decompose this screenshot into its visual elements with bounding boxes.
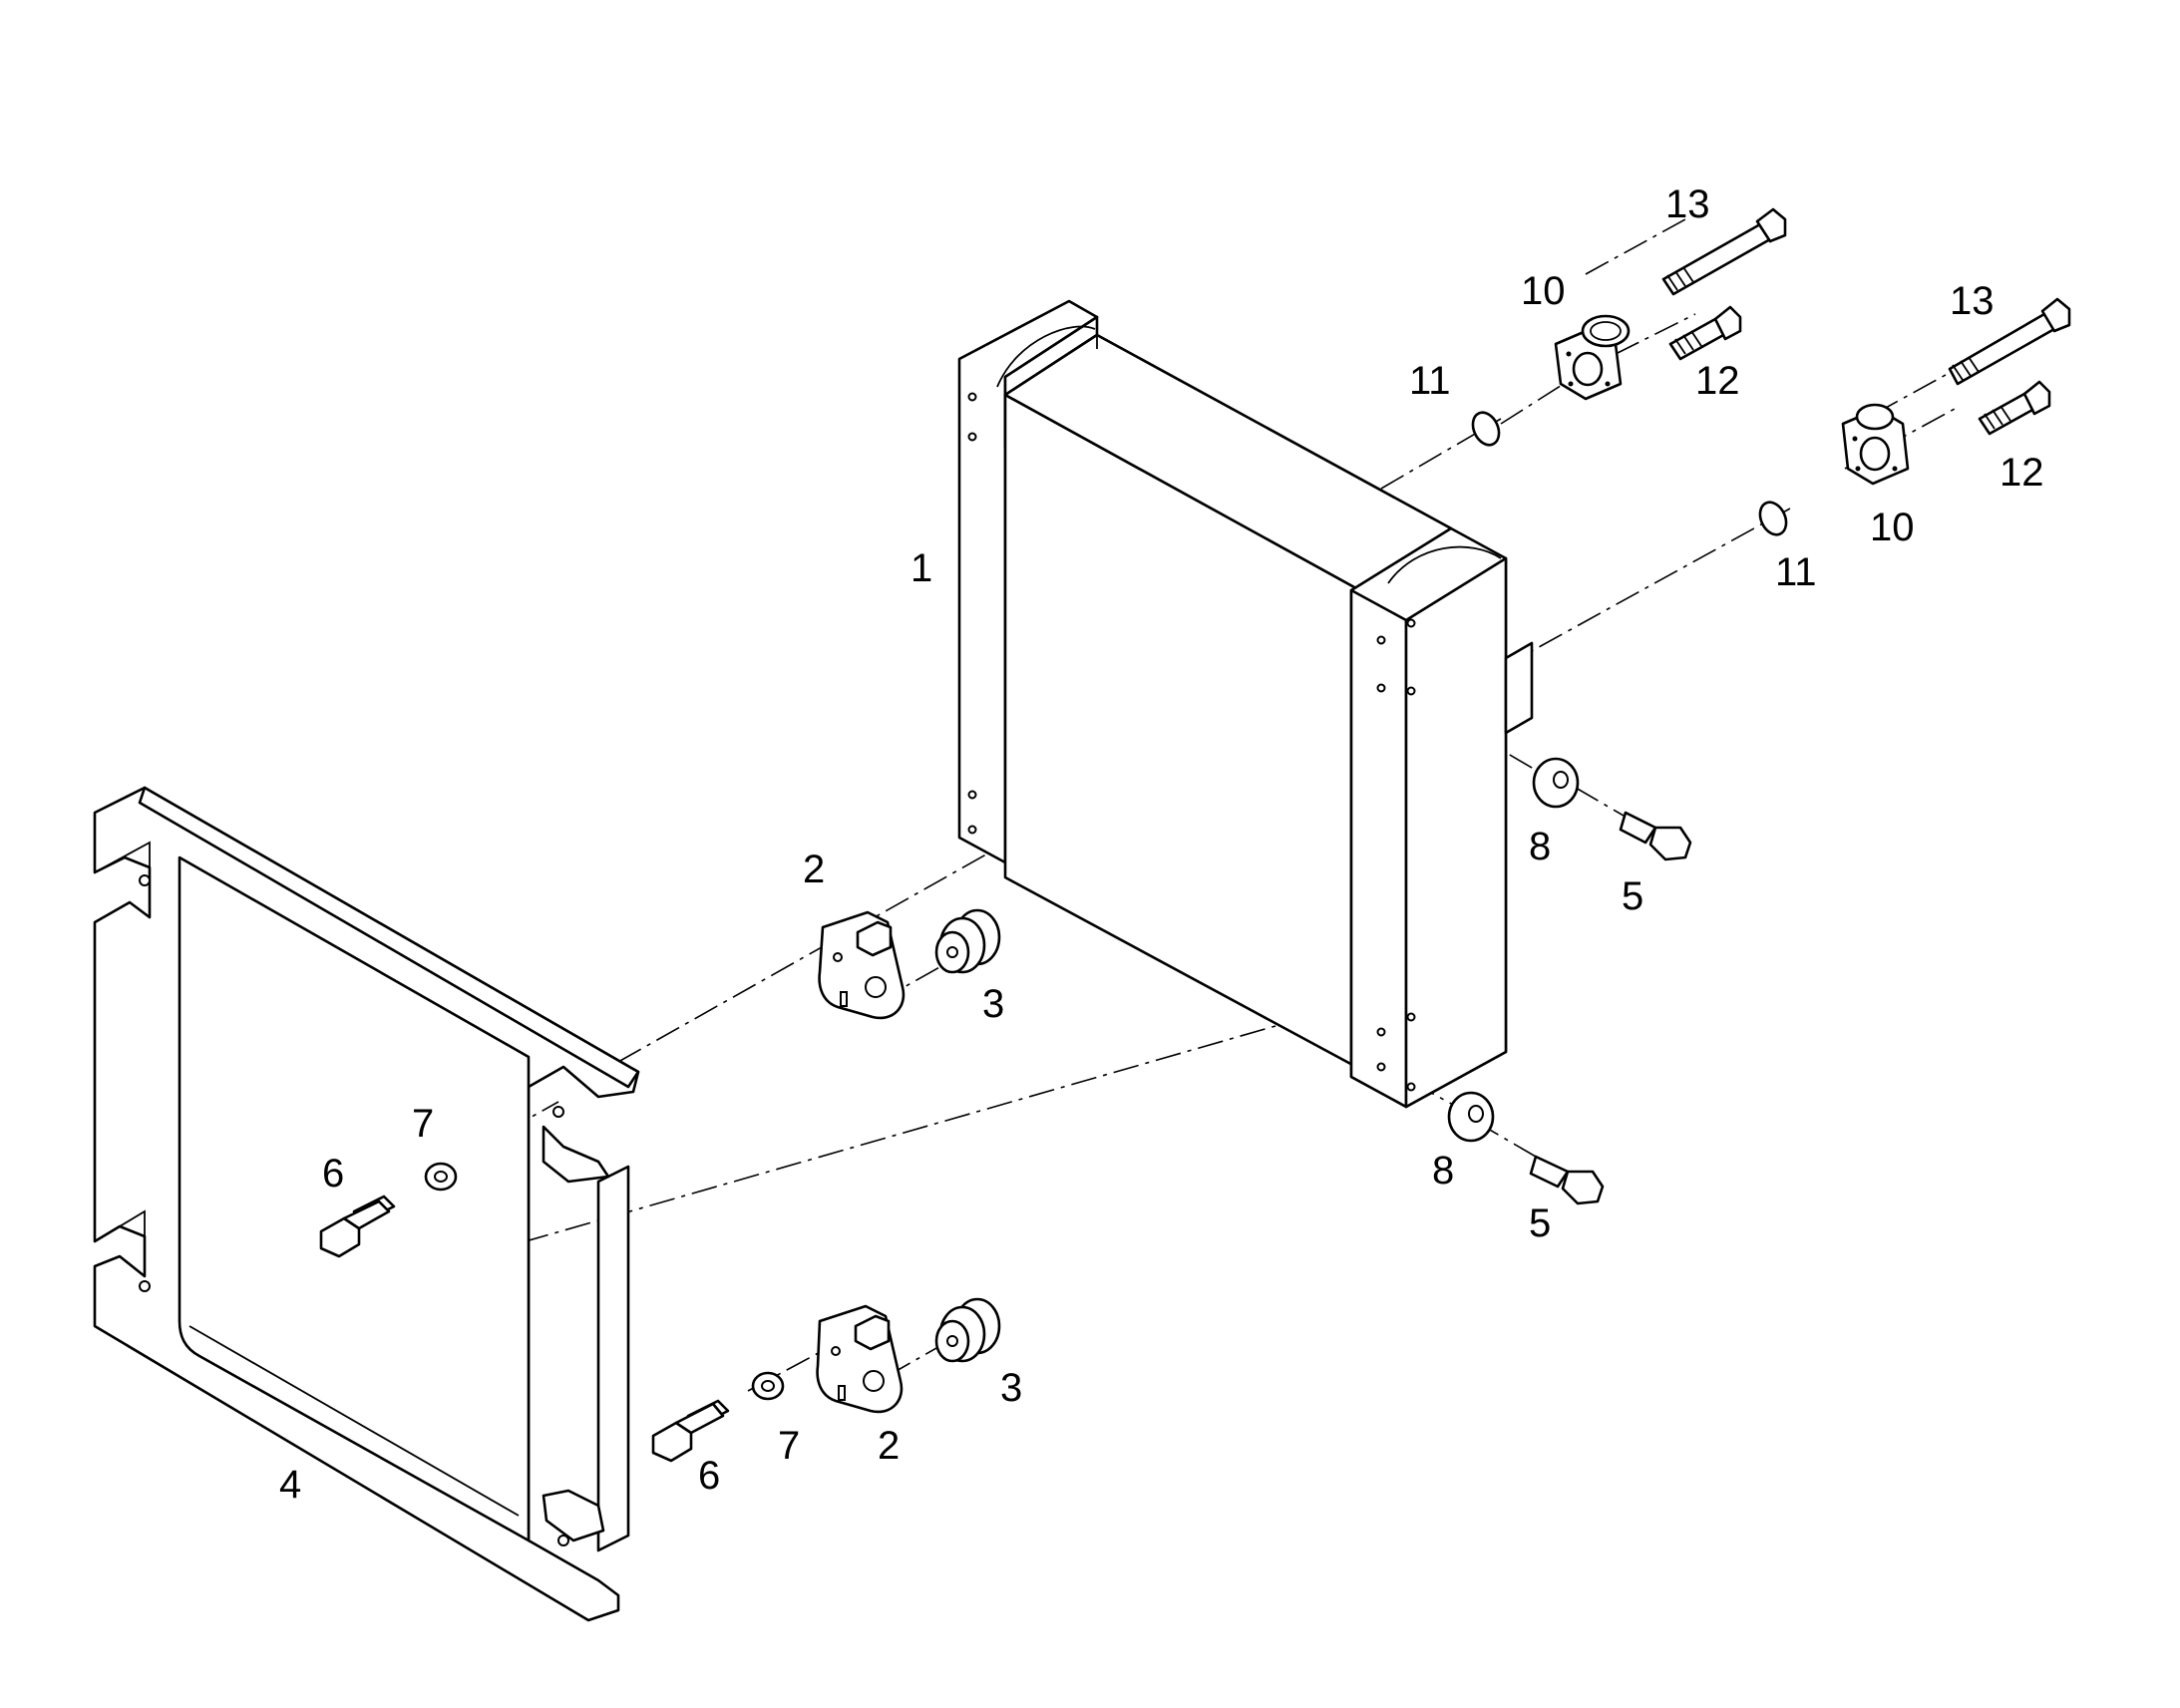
callout-2-lower: 2 — [878, 1424, 900, 1468]
bolt-13-left — [1661, 207, 1787, 296]
bolt-13-right — [1948, 297, 2071, 386]
callout-5-upper: 5 — [1622, 874, 1643, 918]
bracket-upper — [818, 910, 906, 1020]
flange-10-right — [1841, 403, 1910, 486]
bolt-5-lower — [1529, 1155, 1605, 1205]
callout-13-left: 13 — [1665, 182, 1710, 226]
washer-7-upper — [424, 1162, 458, 1192]
callout-12-right: 12 — [1999, 451, 2044, 495]
rubber-mount-upper — [934, 908, 1001, 974]
callout-6-upper: 6 — [322, 1152, 344, 1196]
callout-10-left: 10 — [1521, 269, 1566, 313]
bolt-6-upper — [319, 1195, 396, 1258]
callout-1: 1 — [910, 546, 932, 590]
bolt-6-lower — [651, 1399, 730, 1463]
washer-8-upper — [1532, 757, 1580, 809]
radiator-core — [957, 299, 1534, 1109]
callout-3-upper: 3 — [982, 982, 1004, 1026]
rubber-mount-lower — [934, 1297, 1001, 1363]
bolt-12-left — [1668, 305, 1742, 361]
callout-10-right: 10 — [1870, 506, 1915, 549]
bolt-12-right — [1978, 380, 2051, 436]
flange-10-left — [1554, 314, 1631, 401]
bolt-5-upper — [1619, 811, 1692, 861]
callout-labels: 1 2 3 4 7 6 6 7 2 3 8 5 8 5 11 10 13 12 … — [279, 182, 2044, 1507]
callout-11-left: 11 — [1409, 359, 1451, 403]
callout-4: 4 — [279, 1463, 301, 1507]
callout-7-lower: 7 — [778, 1424, 800, 1468]
callout-8-lower: 8 — [1432, 1149, 1454, 1193]
callout-2-upper: 2 — [803, 848, 825, 891]
callout-13-right: 13 — [1950, 279, 1995, 323]
bracket-lower — [816, 1304, 904, 1414]
washer-8-lower — [1447, 1091, 1495, 1143]
callout-11-right: 11 — [1775, 550, 1817, 594]
callout-6-lower: 6 — [698, 1454, 720, 1498]
callout-7-upper: 7 — [412, 1102, 434, 1146]
callout-12-left: 12 — [1695, 359, 1740, 403]
o-ring-11-right — [1758, 501, 1788, 536]
washer-7-lower — [751, 1371, 785, 1401]
mounting-frame — [93, 786, 640, 1622]
o-ring-11-left — [1471, 411, 1501, 447]
callout-5-lower: 5 — [1529, 1201, 1551, 1245]
callout-3-lower: 3 — [1000, 1366, 1022, 1410]
callout-8-upper: 8 — [1529, 825, 1551, 868]
